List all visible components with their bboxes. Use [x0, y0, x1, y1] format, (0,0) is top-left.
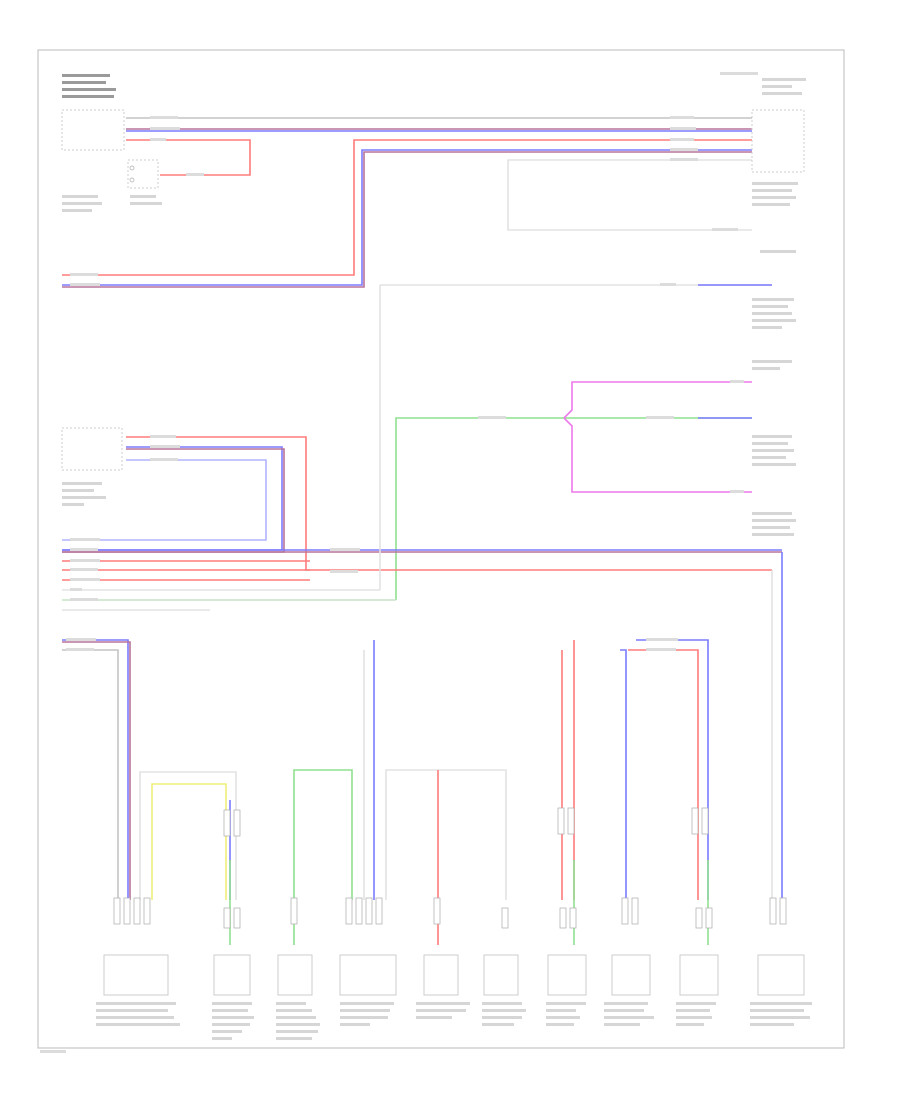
- bottom-component-5: [423, 954, 459, 996]
- bottom-component-4: [339, 954, 397, 996]
- bottom-component-1: [103, 954, 169, 996]
- bottom-label-blocks: [96, 1002, 812, 1040]
- green-pink-branch: [395, 381, 752, 600]
- top-right-sensor: [720, 72, 806, 253]
- mid-bus-wires: [62, 285, 783, 900]
- diagram-frame: [37, 49, 845, 1049]
- bottom-component-9: [679, 954, 719, 996]
- selector-switch: [62, 159, 162, 212]
- mid-left-switch: [61, 427, 123, 506]
- lower-wires: [62, 570, 773, 945]
- right-side-modules: [380, 284, 796, 536]
- bottom-component-3: [277, 954, 313, 996]
- top-left-module: [61, 74, 125, 151]
- footer-code: [40, 1050, 66, 1053]
- bottom-component-8: [611, 954, 651, 996]
- bottom-component-7: [547, 954, 587, 996]
- bottom-components: [103, 954, 805, 996]
- top-bus-wires: [62, 117, 752, 288]
- connector-pins: [113, 807, 787, 929]
- bottom-component-6: [483, 954, 519, 996]
- bottom-component-10: [757, 954, 805, 996]
- wire-tag-blocks: [66, 116, 744, 651]
- bottom-component-2: [213, 954, 251, 996]
